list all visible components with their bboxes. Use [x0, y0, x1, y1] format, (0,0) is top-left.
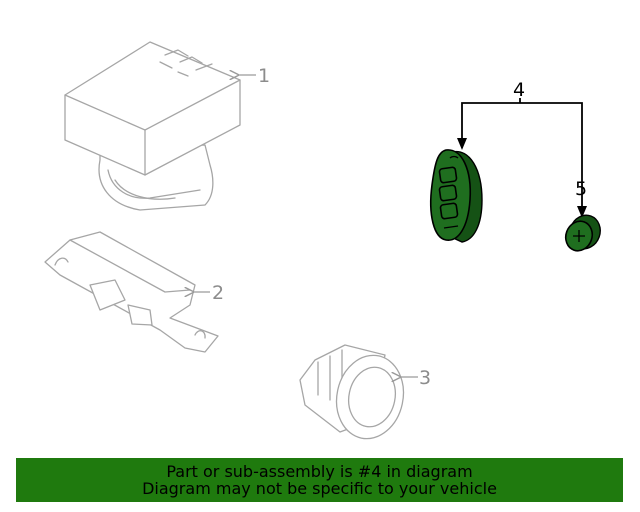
part-1-control-module	[64, 41, 241, 211]
callout-1: 1	[258, 65, 270, 87]
callout-4: 4	[513, 79, 525, 101]
fob-button-2	[438, 184, 458, 202]
part-2-antenna-bracket	[44, 231, 219, 353]
callout-5: 5	[575, 178, 587, 200]
callout-4-bracket	[461, 102, 583, 212]
part-4-key-fob	[429, 149, 483, 243]
part-5-battery	[564, 214, 601, 252]
fob-button-3	[439, 202, 459, 220]
callout-2: 2	[212, 282, 224, 304]
fob-button-1	[438, 166, 458, 184]
part-3-start-switch	[299, 344, 405, 440]
part-info-banner: Part or sub-assembly is #4 in diagram Di…	[16, 458, 623, 502]
callout-5-arrow	[577, 206, 587, 218]
banner-line-1: Part or sub-assembly is #4 in diagram	[166, 462, 473, 481]
callout-3: 3	[419, 367, 431, 389]
banner-line-2: Diagram may not be specific to your vehi…	[142, 479, 497, 498]
